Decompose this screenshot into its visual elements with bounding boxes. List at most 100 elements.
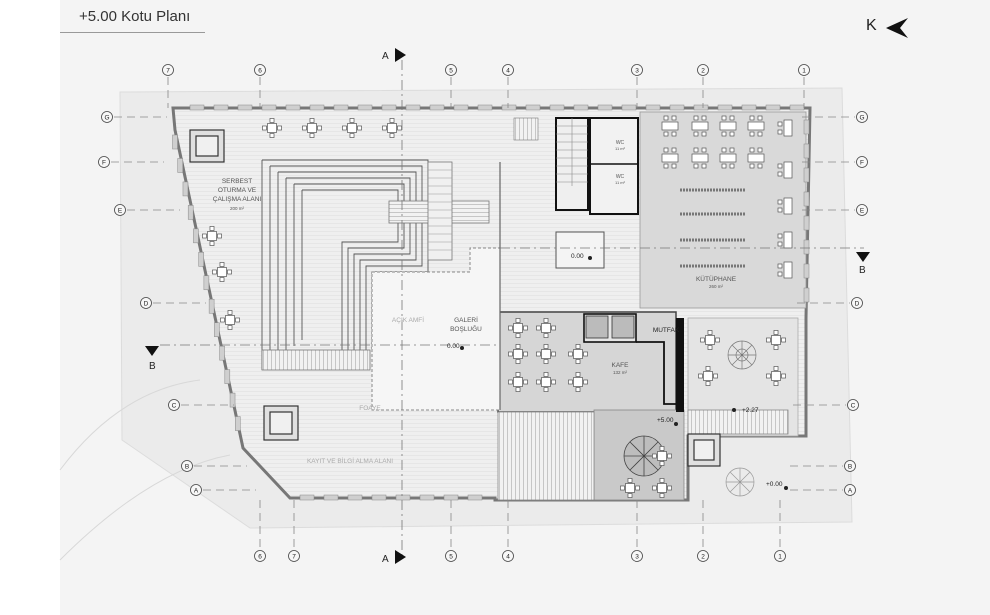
grid-bubble-row-A-left: A bbox=[190, 484, 202, 496]
section-label-b-left: B bbox=[149, 361, 156, 372]
facade-panel bbox=[525, 104, 541, 111]
svg-text:2: 2 bbox=[701, 67, 705, 74]
facade-panel bbox=[549, 104, 565, 111]
section-label-b-right: B bbox=[859, 265, 866, 276]
kiosk-right bbox=[687, 433, 721, 467]
svg-text:B: B bbox=[848, 463, 852, 470]
grid-lines bbox=[111, 77, 855, 549]
wc-block bbox=[589, 117, 639, 215]
level-marker-1: 0.00 bbox=[571, 253, 584, 260]
library-shelves bbox=[680, 188, 746, 268]
library-side-desk bbox=[777, 261, 793, 279]
svg-text:D: D bbox=[855, 300, 860, 307]
table-with-chairs bbox=[620, 478, 640, 498]
room-mutfak: MUTFAK bbox=[653, 327, 680, 334]
table-with-chairs bbox=[766, 330, 786, 350]
svg-text:C: C bbox=[172, 402, 177, 409]
facade-panel bbox=[395, 494, 411, 501]
facade-panel bbox=[198, 252, 204, 267]
facade-panel bbox=[789, 104, 805, 111]
grid-bubble-row-E-left: E bbox=[114, 204, 126, 216]
svg-text:A: A bbox=[194, 487, 199, 494]
facade-panels bbox=[172, 104, 810, 501]
facade-panel bbox=[189, 104, 205, 111]
facade-panel bbox=[347, 494, 363, 501]
svg-text:4: 4 bbox=[506, 553, 510, 560]
library-desk bbox=[661, 115, 679, 137]
facade-panel bbox=[214, 322, 220, 337]
level-marker-2: 0.00 bbox=[447, 343, 460, 350]
tree-outside bbox=[725, 467, 755, 497]
level-marker-5: +0.00 bbox=[766, 481, 783, 488]
room-serbest-line3: ÇALIŞMA ALANI bbox=[213, 196, 262, 203]
facade-panel bbox=[177, 158, 183, 173]
section-arrow-a-top bbox=[395, 48, 406, 62]
grid-bubble-row-F-left: F bbox=[98, 156, 110, 168]
site-curve-line bbox=[59, 379, 201, 471]
facade-panel bbox=[203, 275, 210, 291]
facade-panel bbox=[333, 104, 349, 111]
section-label-a-bottom: A bbox=[382, 554, 389, 565]
room-serbest-line1: SERBEST bbox=[222, 178, 252, 185]
svg-text:3: 3 bbox=[635, 553, 639, 560]
table-with-chairs bbox=[508, 372, 528, 392]
room-kutuphane: KÜTÜPHANE bbox=[696, 275, 737, 283]
section-arrow-b-right bbox=[856, 252, 870, 262]
svg-text:1: 1 bbox=[778, 553, 782, 560]
facade-panel bbox=[285, 104, 301, 111]
title-underline bbox=[60, 32, 205, 33]
grid-bubble-col-1-top: 1 bbox=[798, 64, 810, 76]
room-wc1: WC bbox=[616, 140, 625, 146]
facade-panel bbox=[803, 143, 810, 159]
grid-bubble-col-2-bottom: 2 bbox=[697, 550, 709, 562]
lobby-core bbox=[555, 231, 605, 269]
facade-panel bbox=[693, 104, 709, 111]
facade-panel bbox=[429, 104, 445, 111]
facade-panel bbox=[453, 104, 469, 111]
table-with-chairs bbox=[342, 118, 362, 138]
facade-panel bbox=[235, 416, 241, 431]
library-desk bbox=[691, 115, 709, 137]
facade-panel bbox=[193, 228, 199, 244]
grid-bubble-row-D-left: D bbox=[140, 297, 152, 309]
grid-bubble-row-B-left: B bbox=[181, 460, 193, 472]
facade-panel bbox=[645, 104, 661, 111]
table-with-chairs bbox=[536, 344, 556, 364]
tree-cafe bbox=[623, 435, 665, 477]
library-side-desk bbox=[777, 119, 793, 137]
site-curve-line-2 bbox=[59, 454, 231, 561]
grid-bubble-col-5-top: 5 bbox=[445, 64, 457, 76]
facade-panel bbox=[299, 494, 315, 501]
library-side-desk bbox=[777, 161, 793, 179]
section-label-a-top: A bbox=[382, 51, 389, 62]
table-with-chairs bbox=[202, 226, 222, 246]
facade-panel bbox=[208, 298, 215, 314]
library-side-desk bbox=[777, 197, 793, 215]
room-galeri-line1: GALERİ bbox=[454, 315, 478, 324]
table-with-chairs bbox=[568, 372, 588, 392]
facade-panel bbox=[405, 104, 421, 111]
facade-panel bbox=[419, 494, 435, 501]
facade-panel bbox=[573, 104, 589, 111]
facade-panel bbox=[717, 104, 733, 111]
facade-panel bbox=[803, 191, 810, 207]
table-with-chairs bbox=[508, 344, 528, 364]
facade-panel bbox=[323, 494, 339, 501]
facade-panel bbox=[765, 104, 781, 111]
svg-text:G: G bbox=[859, 114, 864, 121]
kiosk-lower bbox=[263, 405, 299, 441]
facade-panel bbox=[597, 104, 613, 111]
library-desk bbox=[691, 147, 709, 169]
room-fuaye: FOAYE bbox=[359, 405, 381, 412]
svg-text:4: 4 bbox=[506, 67, 510, 74]
north-arrow-icon bbox=[886, 18, 908, 38]
kiosk-upper bbox=[189, 129, 225, 163]
svg-text:6: 6 bbox=[258, 553, 262, 560]
facade-panel bbox=[467, 494, 483, 501]
table-with-chairs bbox=[508, 318, 528, 338]
table-with-chairs bbox=[568, 344, 588, 364]
room-galeri-line2: BOŞLUĞU bbox=[450, 324, 482, 333]
section-arrow-a-bottom bbox=[395, 550, 406, 564]
table-with-chairs bbox=[262, 118, 282, 138]
